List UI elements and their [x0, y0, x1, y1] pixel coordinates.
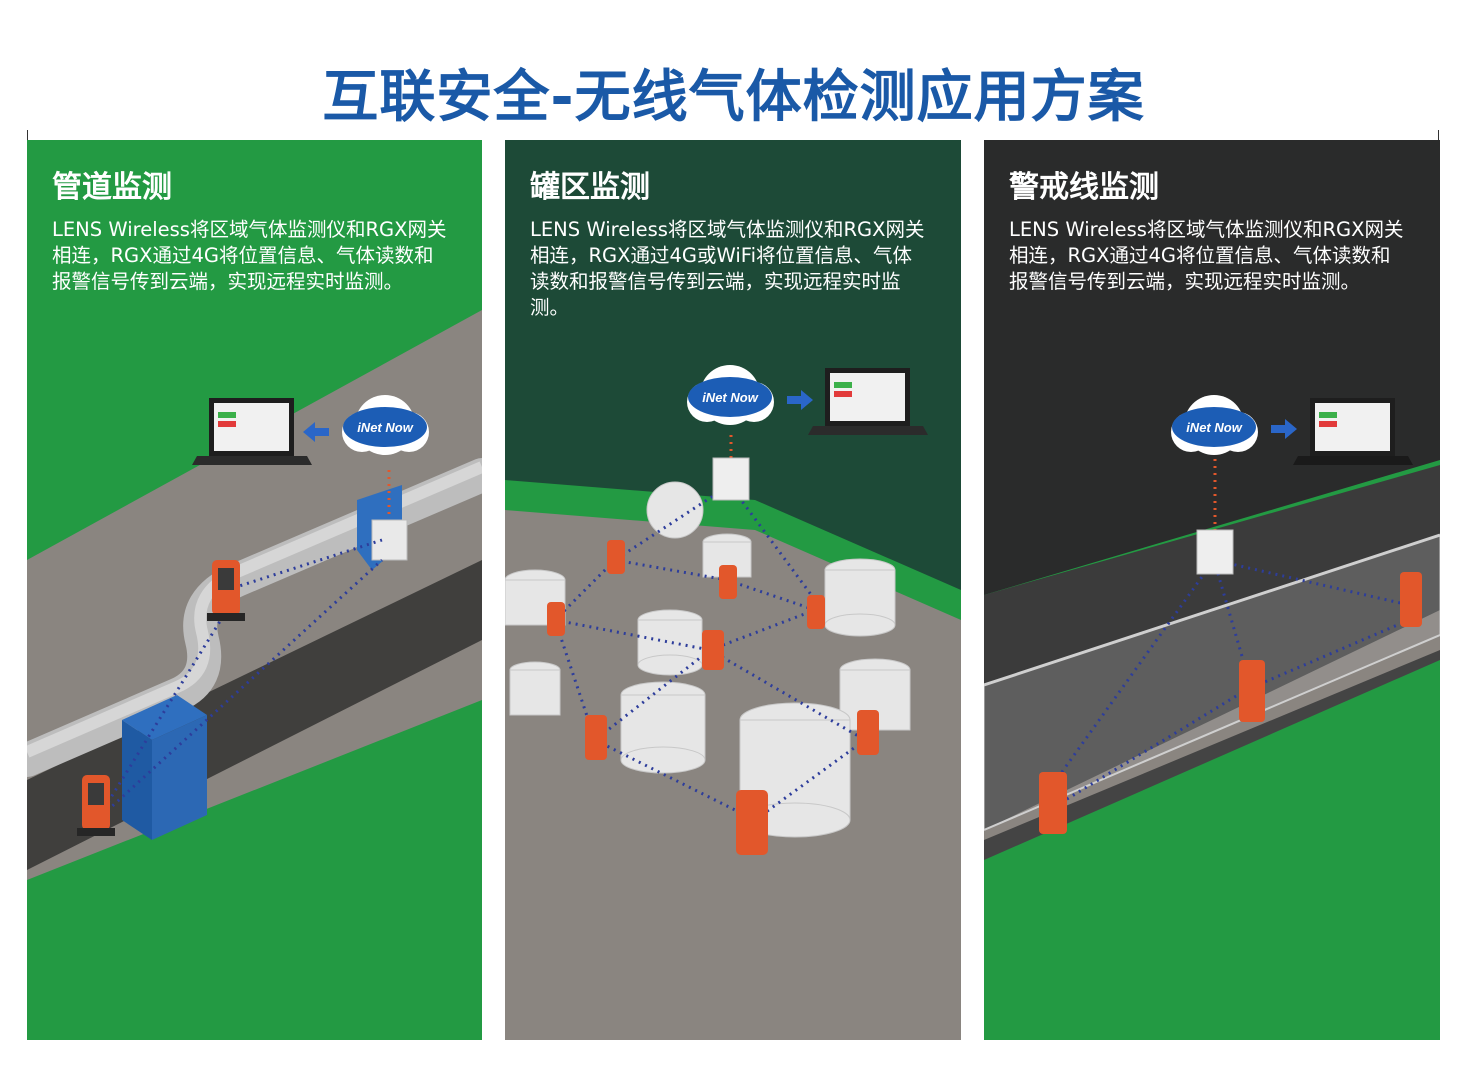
- cloud-logo-text: iNet Now: [357, 420, 414, 435]
- gas-monitor-icon: [547, 540, 879, 855]
- panel-perimeter: iNet Now 警戒线监测 LENS Wireless将区域气体监测仪和RGX…: [984, 140, 1440, 1040]
- panel-description: LENS Wireless将区域气体监测仪和RGX网关相连，RGX通过4G将位置…: [1009, 218, 1404, 293]
- cloud-logo-text: iNet Now: [1186, 420, 1243, 435]
- top-rule-right: [1438, 130, 1439, 140]
- cloud-icon: iNet Now: [1171, 395, 1258, 455]
- gas-monitor-icon: [207, 560, 245, 621]
- panel-title: 管道监测: [52, 170, 172, 205]
- panel-pipeline: iNet Now 管道监测 LENS Wireless将区域气体监测仪和RGX网…: [27, 140, 482, 1040]
- gas-monitor-icon: [1039, 572, 1422, 834]
- cloud-logo-text: iNet Now: [702, 390, 759, 405]
- arrow-icon: [787, 390, 813, 410]
- laptop-icon: [192, 398, 312, 465]
- panel-description: LENS Wireless将区域气体监测仪和RGX网关相连，RGX通过4G将位置…: [52, 218, 447, 293]
- equipment-cabinet: [122, 695, 207, 840]
- pipeline-scene: iNet Now: [27, 310, 482, 880]
- panel-title: 警戒线监测: [1009, 170, 1159, 205]
- cloud-icon: iNet Now: [342, 395, 429, 455]
- arrow-icon: [1271, 419, 1297, 439]
- panel-tank-farm: iNet Now 罐区监测 LENS Wireless将区域气体监测仪和RGX网…: [505, 140, 961, 1040]
- gateway-icon: [712, 457, 750, 501]
- cloud-icon: iNet Now: [687, 365, 774, 425]
- panel-description: LENS Wireless将区域气体监测仪和RGX网关相连，RGX通过4G或Wi…: [530, 218, 925, 319]
- panel-title: 罐区监测: [530, 170, 650, 205]
- arrow-icon: [303, 422, 329, 442]
- gateway-icon: [1196, 529, 1234, 575]
- laptop-icon: [808, 368, 928, 435]
- tank-farm-scene: iNet Now: [505, 365, 961, 1040]
- top-rule-left: [27, 130, 28, 140]
- perimeter-scene: iNet Now: [984, 395, 1440, 1040]
- page-title: 互联安全-无线气体检测应用方案: [322, 65, 1145, 130]
- laptop-icon: [1293, 398, 1413, 465]
- gateway-icon: [357, 485, 408, 570]
- gas-monitor-icon: [77, 775, 115, 836]
